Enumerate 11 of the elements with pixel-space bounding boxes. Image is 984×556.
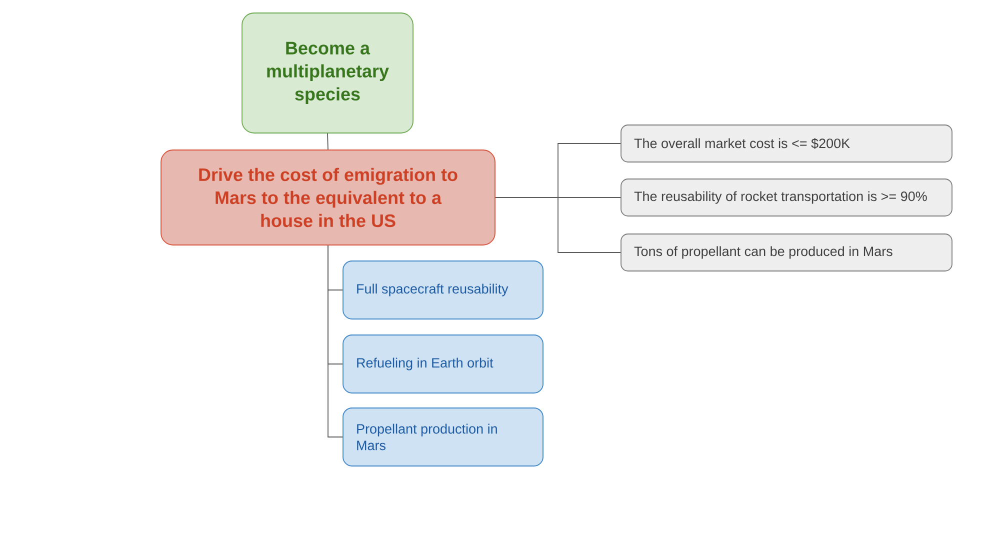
objective-box: Drive the cost of emigration to Mars to the equivalent to a house in the US (160, 150, 496, 246)
connector-line (327, 133, 328, 150)
strategy-box: Refueling in Earth orbit (342, 334, 544, 394)
connector-line (495, 197, 621, 253)
metric-box: The reusability of rocket transportation is >= 90% (620, 178, 952, 216)
strategy-box: Full spacecraft reusability (342, 260, 544, 320)
connector-line (328, 245, 343, 438)
metric-box: The overall market cost is <= $200K (620, 124, 952, 162)
goal-box: Become a multiplanetary species (242, 12, 414, 134)
metric-box: Tons of propellant can be produced in Mars (620, 234, 952, 272)
strategy-box: Propellant production in Mars (342, 408, 544, 466)
